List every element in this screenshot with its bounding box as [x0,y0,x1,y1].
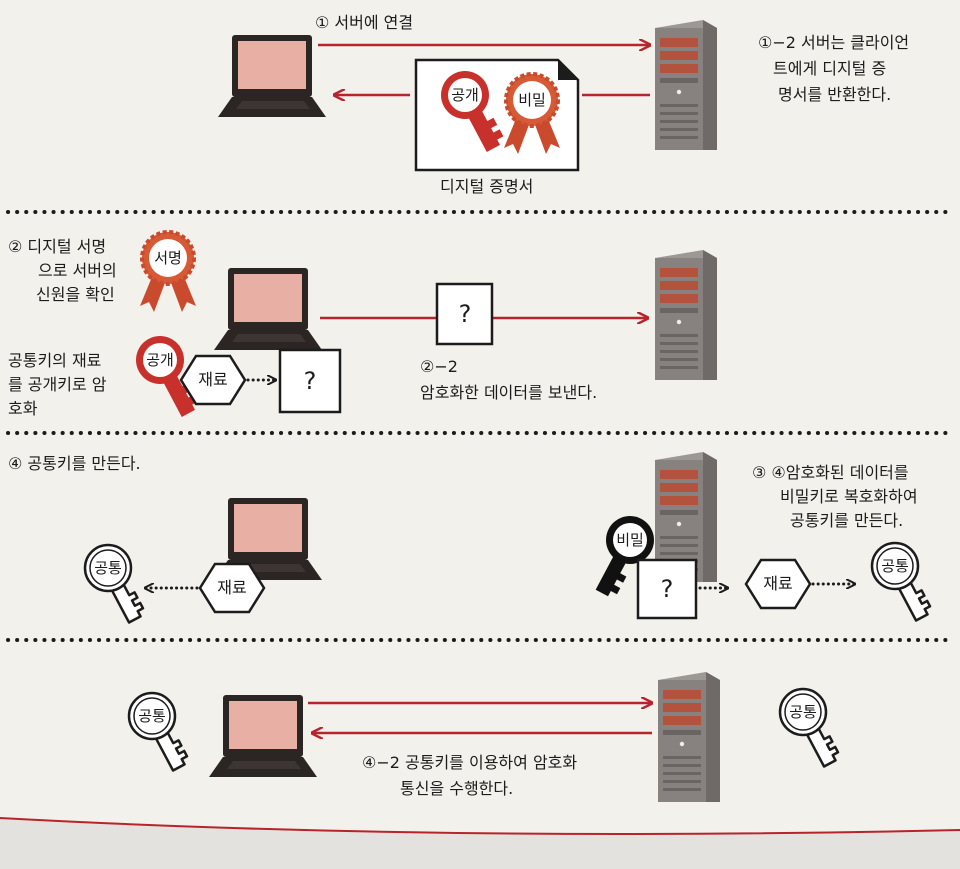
encrypt-note-line2: 를 공개키로 암 [8,375,107,394]
common-key-label: 공통 [94,559,122,577]
signature-seal-label: 서명 [154,249,182,267]
send-note-line1: ②−2 [420,357,458,376]
comm-note-line2: 통신을 수행한다. [400,779,514,798]
verify-note-line2: 으로 서버의 [38,261,117,280]
unknown-box-label: ? [458,300,472,328]
send-note-line2: 암호화한 데이터를 보낸다. [420,383,598,402]
common-key-label: 공통 [881,557,909,575]
private-seal-label: 비밀 [518,91,546,109]
client-laptop [214,268,322,350]
unknown-box-label: ? [660,575,674,603]
material-label: 재료 [198,370,228,389]
common-key-label: 공통 [138,707,166,725]
public-key-label: 공개 [451,86,479,104]
encrypted-data-box [636,558,698,620]
client-laptop [218,35,326,117]
encrypt-note-line3: 호화 [8,399,38,418]
page-edge [0,818,960,869]
page-edge-line [0,817,960,835]
client-laptop [209,695,317,777]
client-note: ④ 공통키를 만든다. [8,454,141,473]
panel-4-communicate [127,672,843,802]
certificate-caption: 디지털 증명서 [440,177,534,196]
server-note-line1: ③ ④암호화된 데이터를 [752,463,909,482]
server-note-line3: 명서를 반환한다. [778,85,892,104]
material-label: 재료 [217,578,247,597]
server [655,20,717,150]
private-key-label: 비밀 [616,531,644,549]
server [658,672,720,802]
panel-3-make-key [6,452,954,642]
comm-note-line1: ④−2 공통키를 이용하여 암호화 [362,753,578,772]
encrypted-data-box [435,282,494,346]
verify-note-line1: ② 디지털 서명 [8,237,107,256]
server-note-line3: 공통키를 만든다. [790,511,904,530]
encrypt-note-line1: 공통키의 재료 [8,351,102,370]
server [655,250,717,380]
server-note-line2: 트에게 디지털 증 [773,59,887,78]
public-key-label: 공개 [146,351,174,369]
common-key-label: 공통 [789,703,817,721]
unknown-box-label: ? [303,367,317,395]
signature-seal-icon [138,230,198,314]
encrypted-material-box [278,348,342,414]
material-label: 재료 [763,574,793,593]
server-note-line2: 비밀키로 복호화하여 [780,487,918,506]
panel-2-verify [6,230,954,435]
verify-note-line3: 신원을 확인 [36,285,115,304]
panel-1-connect [6,20,954,214]
connect-label: ① 서버에 연결 [315,13,414,32]
server-note-line1: ①−2 서버는 클라이언 [758,33,910,52]
